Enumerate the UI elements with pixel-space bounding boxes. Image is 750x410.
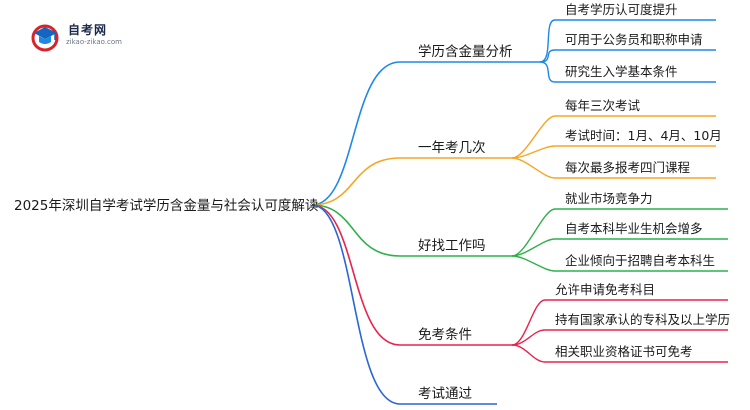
child-label: 每年三次考试 [565, 98, 641, 113]
child-label: 每次最多报考四门课程 [565, 160, 691, 175]
root-connector [311, 204, 401, 257]
child-label: 相关职业资格证书可免考 [555, 344, 693, 359]
root-connector [311, 157, 401, 206]
branch-label: 免考条件 [418, 326, 472, 343]
logo-url: zikao-zikao.com [66, 38, 122, 46]
root-connector [311, 204, 401, 346]
child-connector [539, 19, 556, 63]
child-label: 研究生入学基本条件 [565, 64, 678, 79]
child-connector [539, 61, 556, 83]
child-connector [511, 145, 556, 159]
child-connector [511, 329, 546, 346]
child-label: 持有国家承认的专科及以上学历 [555, 312, 730, 327]
mindmap-connectors [311, 19, 728, 405]
branch-label: 学历含金量分析 [418, 44, 513, 60]
branch-label: 一年考几次 [418, 140, 486, 156]
child-label: 自考学历认可度提升 [565, 2, 678, 17]
root-connector [311, 204, 401, 405]
child-connector [511, 115, 556, 159]
logo-title: 自考网 [68, 23, 108, 37]
child-connector [511, 299, 546, 346]
child-connector [511, 238, 556, 257]
mindmap-branches: 学历含金量分析 自考学历认可度提升可用于公务员和职称申请研究生入学基本条件一年考几… [418, 2, 730, 402]
child-label: 可用于公务员和职称申请 [565, 32, 703, 47]
child-connector [511, 157, 556, 179]
mindmap-root: 2025年深圳自学考试学历含金量与社会认可度解读 [14, 198, 318, 214]
child-connector [511, 344, 546, 363]
child-label: 自考本科毕业生机会增多 [565, 221, 703, 236]
root-connector [311, 61, 401, 206]
child-label: 就业市场竞争力 [565, 191, 653, 206]
child-label: 企业倾向于招聘自考本科生 [565, 253, 715, 268]
child-label: 允许申请免考科目 [555, 282, 655, 297]
branch-label: 好找工作吗 [418, 238, 486, 254]
site-logo[interactable]: 自考网 zikao-zikao.com [30, 20, 140, 52]
child-label: 考试时间：1月、4月、10月 [565, 128, 722, 143]
graduation-cap-icon [31, 24, 59, 52]
branch-label: 考试通过 [418, 386, 472, 402]
child-connector [511, 255, 556, 272]
child-connector [511, 208, 556, 257]
